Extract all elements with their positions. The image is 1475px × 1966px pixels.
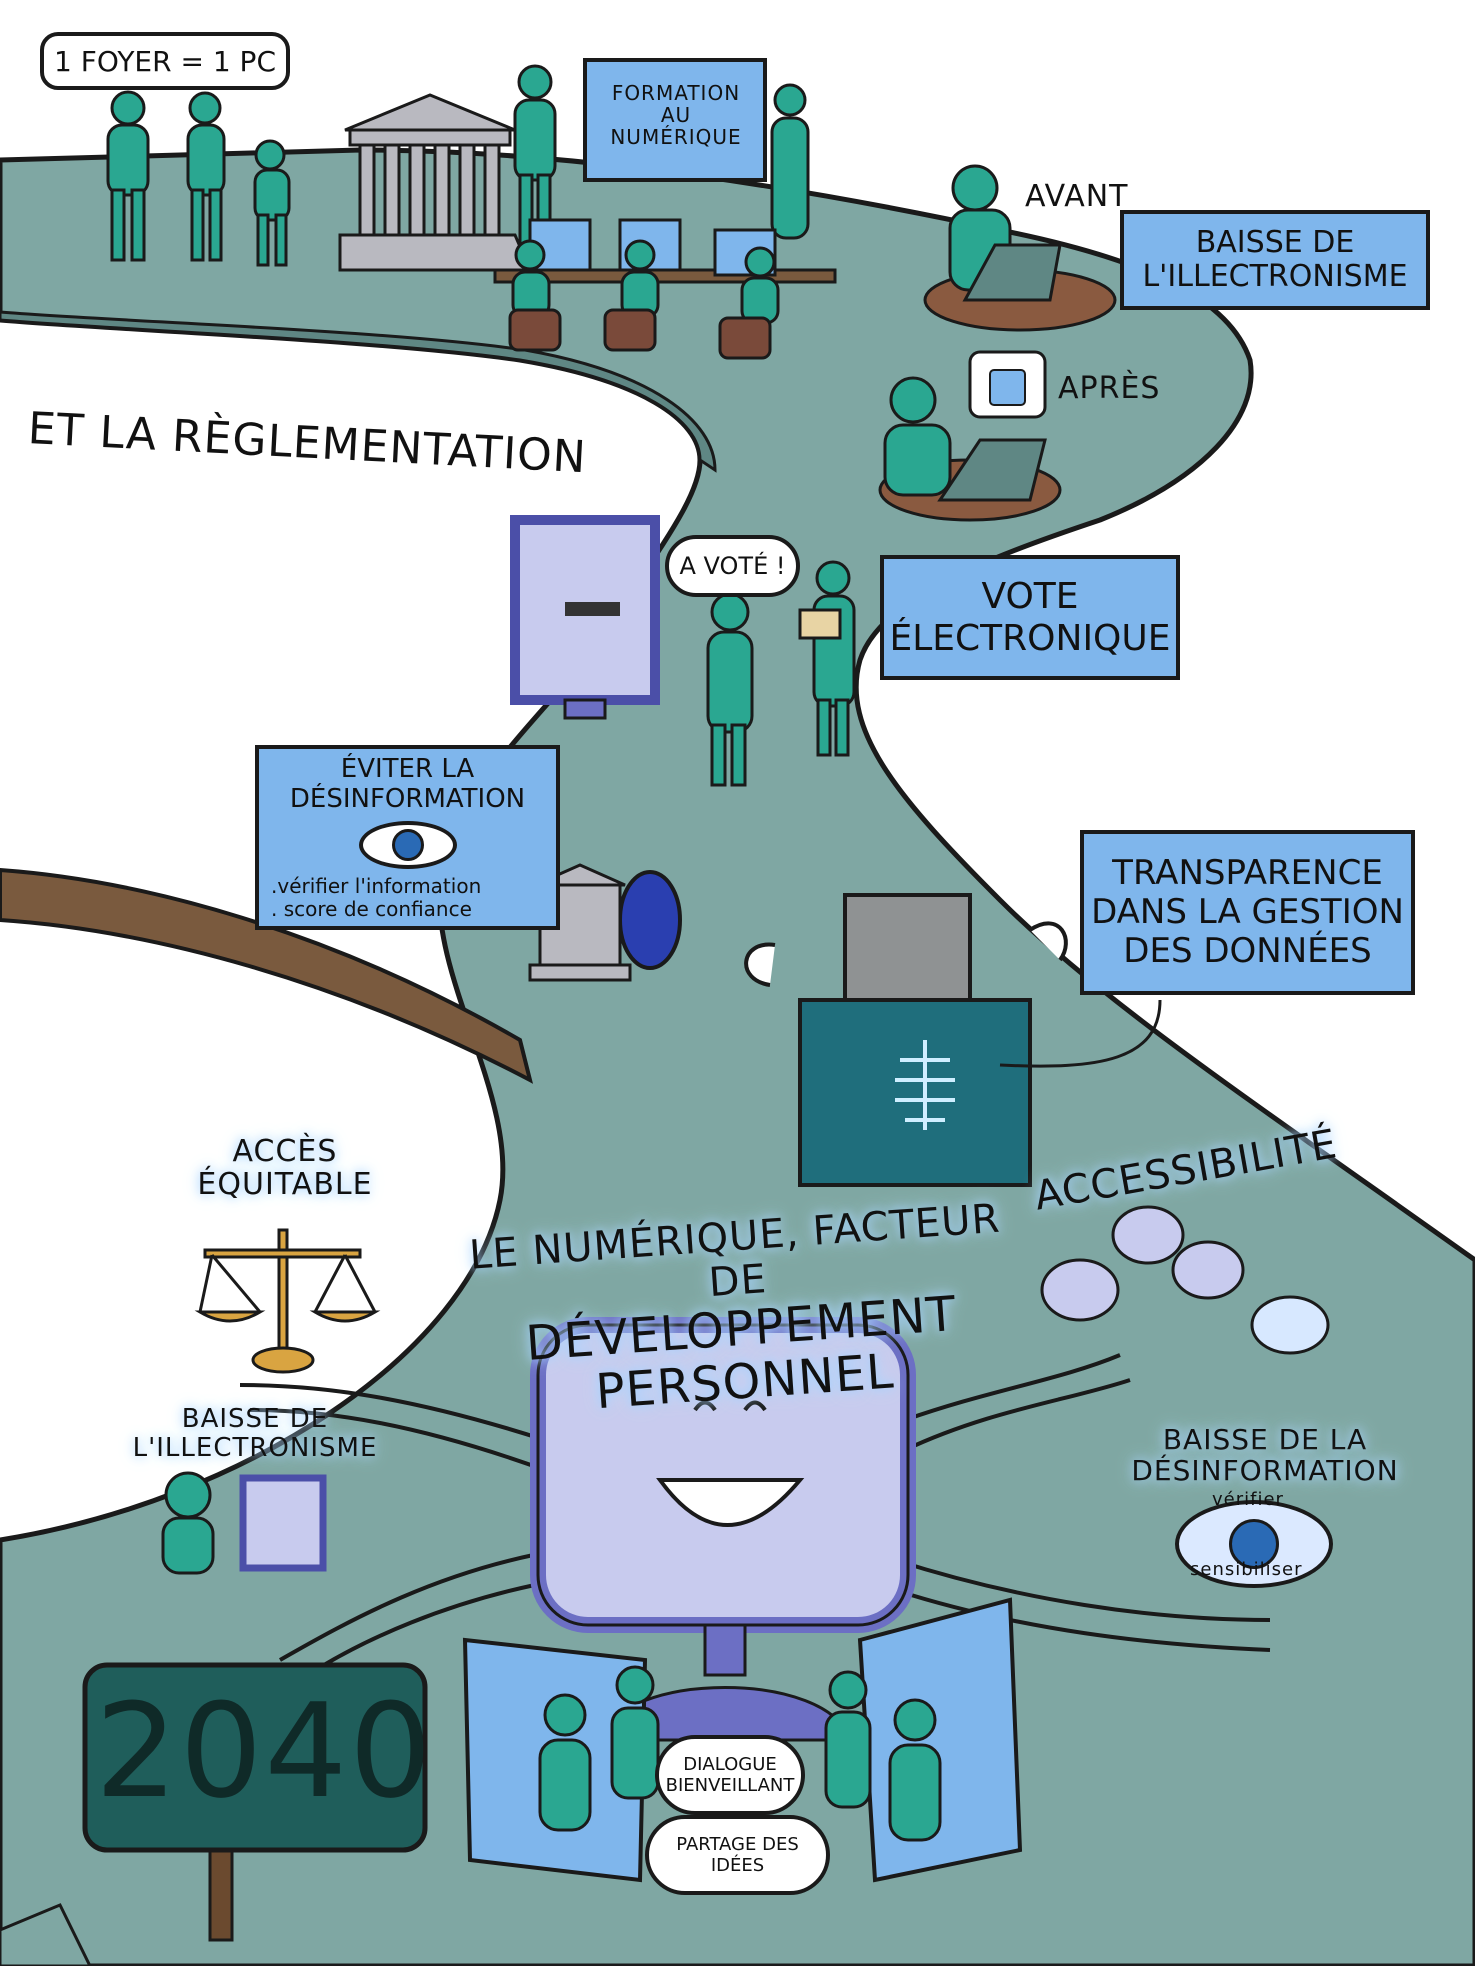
formation-line-1: FORMATION [611,81,741,105]
desinformation-box: ÉVITER LA DÉSINFORMATION .vérifier l'inf… [255,745,560,930]
accessibility-bubbles [1040,1205,1330,1355]
foyer-pc-bubble: 1 FOYER = 1 PC [40,32,290,90]
transparence-box: TRANSPARENCE DANS LA GESTION DES DONNÉES [1080,830,1415,995]
formation-line-2: AU [660,103,692,127]
baisse-right-line-2: DÉSINFORMATION [1131,1453,1399,1487]
baisse-right-line-1: BAISSE DE LA [1162,1423,1368,1456]
avant-label: AVANT [1025,179,1129,214]
desinfo-line-2: DÉSINFORMATION [289,783,526,814]
server-scene [744,893,1162,1187]
verifier-label: vérifier [1212,1489,1284,1510]
eye-icon [1040,1258,1120,1322]
partage-line-2: IDÉES [710,1855,765,1876]
year-sign [82,1662,428,1942]
acces-line-1: ACCÈS [232,1134,338,1169]
queue-people [106,90,291,267]
wooden-plank [0,867,534,1084]
apres-label: APRÈS [1058,371,1161,406]
dialogue-panels [462,1597,1023,1883]
dialogue-line-1: DIALOGUE [683,1754,777,1775]
transparence-line-1: TRANSPARENCE [1112,852,1383,893]
desinfo-bullet-1: .vérifier l'information [271,873,482,898]
baisse-illectronisme-left: BAISSE DE L'ILLECTRONISME [125,1405,385,1462]
vote-electronique-box: VOTE ÉLECTRONIQUE [880,555,1180,680]
road-corner [0,1903,92,1966]
acces-equitable-label: ACCÈS ÉQUITABLE [185,1135,385,1201]
dialogue-line-2: BIENVEILLANT [665,1775,795,1796]
partage-bubble: PARTAGE DES IDÉES [645,1815,830,1895]
vote-line-1: VOTE [981,576,1079,618]
wheelchair-icon [1171,1240,1245,1300]
building-icon [338,93,533,272]
eu-flag-icon [618,870,682,970]
training-scene [493,58,837,360]
baisse-illectronisme-box: BAISSE DE L'ILLECTRONISME [1120,210,1430,310]
vote-line-2: ÉLECTRONIQUE [889,617,1171,659]
scared-person [161,1471,327,1575]
a-vote-bubble: A VOTÉ ! [665,535,800,597]
scale-icon [194,1228,381,1374]
numerique-title: LE NUMÉRIQUE, FACTEUR DE DÉVELOPPEMENT P… [454,1196,1026,1428]
road-edge [0,310,717,473]
baisse-desinformation-right: BAISSE DE LA DÉSINFORMATION [1125,1423,1405,1487]
transparence-line-2: DANS LA GESTION [1091,891,1404,932]
desinfo-bullet-2: . score de confiance [271,896,472,921]
desinfo-line-1: ÉVITER LA [340,754,475,784]
baisse-left-line-2: L'ILLECTRONISME [132,1432,378,1463]
voting-scene [510,515,856,787]
foyer-pc-text: 1 FOYER = 1 PC [54,44,276,78]
envelope-icon [798,608,842,640]
dialogue-bubble: DIALOGUE BIENVEILLANT [655,1735,805,1815]
formation-label: FORMATION AU NUMÉRIQUE [592,82,760,148]
sensibiliser-label: sensibiliser [1190,1559,1303,1580]
eye-icon [1175,1500,1333,1588]
thumbs-up-icon [968,350,1047,419]
transparence-line-3: DES DONNÉES [1123,931,1372,972]
face-icon [1250,1295,1330,1355]
eye-icon [358,820,457,869]
acces-line-2: ÉQUITABLE [197,1167,373,1202]
formation-line-3: NUMÉRIQUE [610,125,742,149]
baisse-top-line-2: L'ILLECTRONISME [1142,259,1408,294]
before-after-scene [878,164,1117,522]
partage-line-1: PARTAGE DES [676,1834,799,1855]
a-vote-text: A VOTÉ ! [679,552,786,580]
baisse-left-line-1: BAISSE DE [181,1404,329,1434]
year-2040: 2040 [95,1675,434,1827]
baisse-top-line-1: BAISSE DE [1195,224,1355,260]
ear-icon [1111,1205,1185,1265]
happy-monitor [530,1317,916,1742]
